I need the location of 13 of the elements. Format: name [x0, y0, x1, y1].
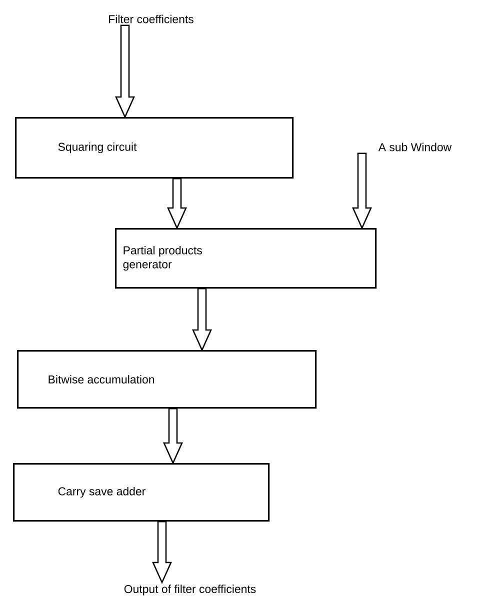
block-arrow [163, 408, 183, 465]
process-box: Squaring circuit [15, 117, 294, 179]
text-label: Filter coefficients [109, 14, 194, 24]
text-label: A sub Window [378, 142, 452, 152]
block-arrow [167, 178, 187, 230]
process-box: Bitwise accumulation [17, 350, 317, 409]
block-arrow [192, 288, 212, 352]
block-arrow [352, 152, 372, 230]
block-arrow [152, 520, 172, 584]
block-arrow [115, 24, 135, 119]
process-box: Partial products generator [115, 228, 377, 289]
process-box: Carry save adder [13, 463, 270, 522]
text-label: Output of filter coefficients [124, 584, 256, 596]
